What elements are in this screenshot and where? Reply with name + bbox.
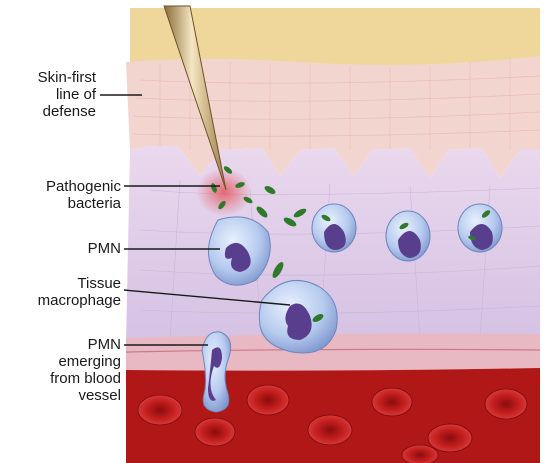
pmn-cell xyxy=(312,204,356,252)
pmn-cell xyxy=(458,204,502,252)
label-macrophage: Tissue macrophage xyxy=(38,275,121,309)
label-pmn: PMN xyxy=(88,240,121,257)
macrophage-cell xyxy=(259,280,337,353)
vessel-wall xyxy=(126,334,540,371)
pmn-cell xyxy=(386,211,430,261)
label-pmn-emerging: PMN emerging from blood vessel xyxy=(50,336,121,404)
label-bacteria: Pathogenic bacteria xyxy=(46,178,121,212)
label-skin: Skin-first line of defense xyxy=(38,69,96,120)
inflammation xyxy=(196,168,252,216)
